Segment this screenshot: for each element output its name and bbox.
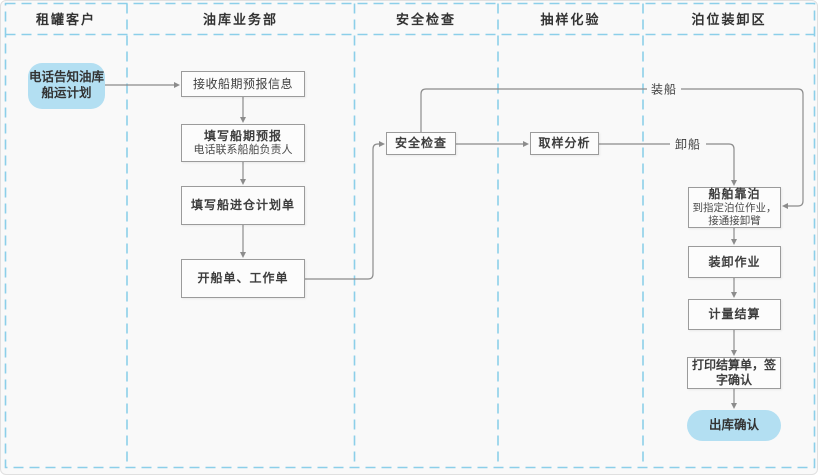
lane-header-berth: 泊位装卸区: [691, 12, 767, 27]
node-receive-forecast: 接收船期预报信息: [181, 71, 305, 97]
connector-unloading-right-segment: [706, 143, 737, 186]
node-receive-forecast-label: 接收船期预报信息: [192, 76, 293, 91]
node-fill-forecast-subtitle: 电话联系船舶负责人: [193, 143, 293, 156]
node-measurement-settlement: 计量结算: [688, 299, 781, 330]
node-print-sign: 打印结算单，签 字确认: [687, 357, 781, 389]
node-print-sign-line2: 字确认: [715, 373, 752, 387]
node-end: 出库确认: [687, 410, 781, 441]
node-fill-entry-plan: 填写船进仓计划单: [181, 186, 305, 225]
node-fill-entry-plan-label: 填写船进仓计划单: [190, 198, 295, 212]
node-print-sign-line1: 打印结算单，签: [691, 358, 776, 372]
lane-header-sampling: 抽样化验: [540, 12, 601, 27]
node-sampling-analysis: 取样分析: [530, 132, 599, 155]
node-sampling-analysis-label: 取样分析: [538, 136, 591, 150]
edge-label-unloading: 卸船: [670, 135, 706, 153]
node-fill-forecast-title: 填写船期预报: [203, 128, 282, 143]
node-start-line2: 船运计划: [41, 86, 92, 100]
node-end-label: 出库确认: [708, 417, 759, 432]
node-safety-check-label: 安全检查: [394, 136, 447, 150]
node-berthing: 船舶靠泊 到指定泊位作业， 接通接卸臂: [688, 187, 781, 228]
outer-border: [4, 2, 816, 469]
node-open-orders: 开船单、工作单: [181, 259, 305, 298]
node-open-orders-label: 开船单、工作单: [197, 271, 289, 285]
edge-label-loading: 装船: [646, 80, 682, 98]
node-berthing-title: 船舶靠泊: [708, 187, 761, 202]
lane-header-customer: 租罐客户: [35, 12, 96, 27]
node-start-line1: 电话告知油库: [28, 70, 104, 85]
lane-header-depot: 油库业务部: [202, 12, 278, 27]
node-loading-ops: 装卸作业: [688, 246, 781, 278]
node-start: 电话告知油库 船运计划: [28, 63, 105, 109]
connector-loading-right-segment: [681, 88, 804, 209]
node-loading-ops-label: 装卸作业: [708, 254, 761, 269]
node-berthing-subtitle2: 接通接卸臂: [708, 215, 761, 227]
node-measurement-settlement-label: 计量结算: [708, 307, 761, 321]
connector-orders-to-safety: [305, 141, 385, 280]
node-safety-check: 安全检查: [386, 132, 456, 155]
connector-loading-left-segment: [420, 88, 648, 132]
lane-header-safety: 安全检查: [395, 12, 456, 27]
node-fill-forecast: 填写船期预报 电话联系船舶负责人: [181, 124, 305, 162]
node-berthing-subtitle1: 到指定泊位作业，: [692, 202, 777, 215]
